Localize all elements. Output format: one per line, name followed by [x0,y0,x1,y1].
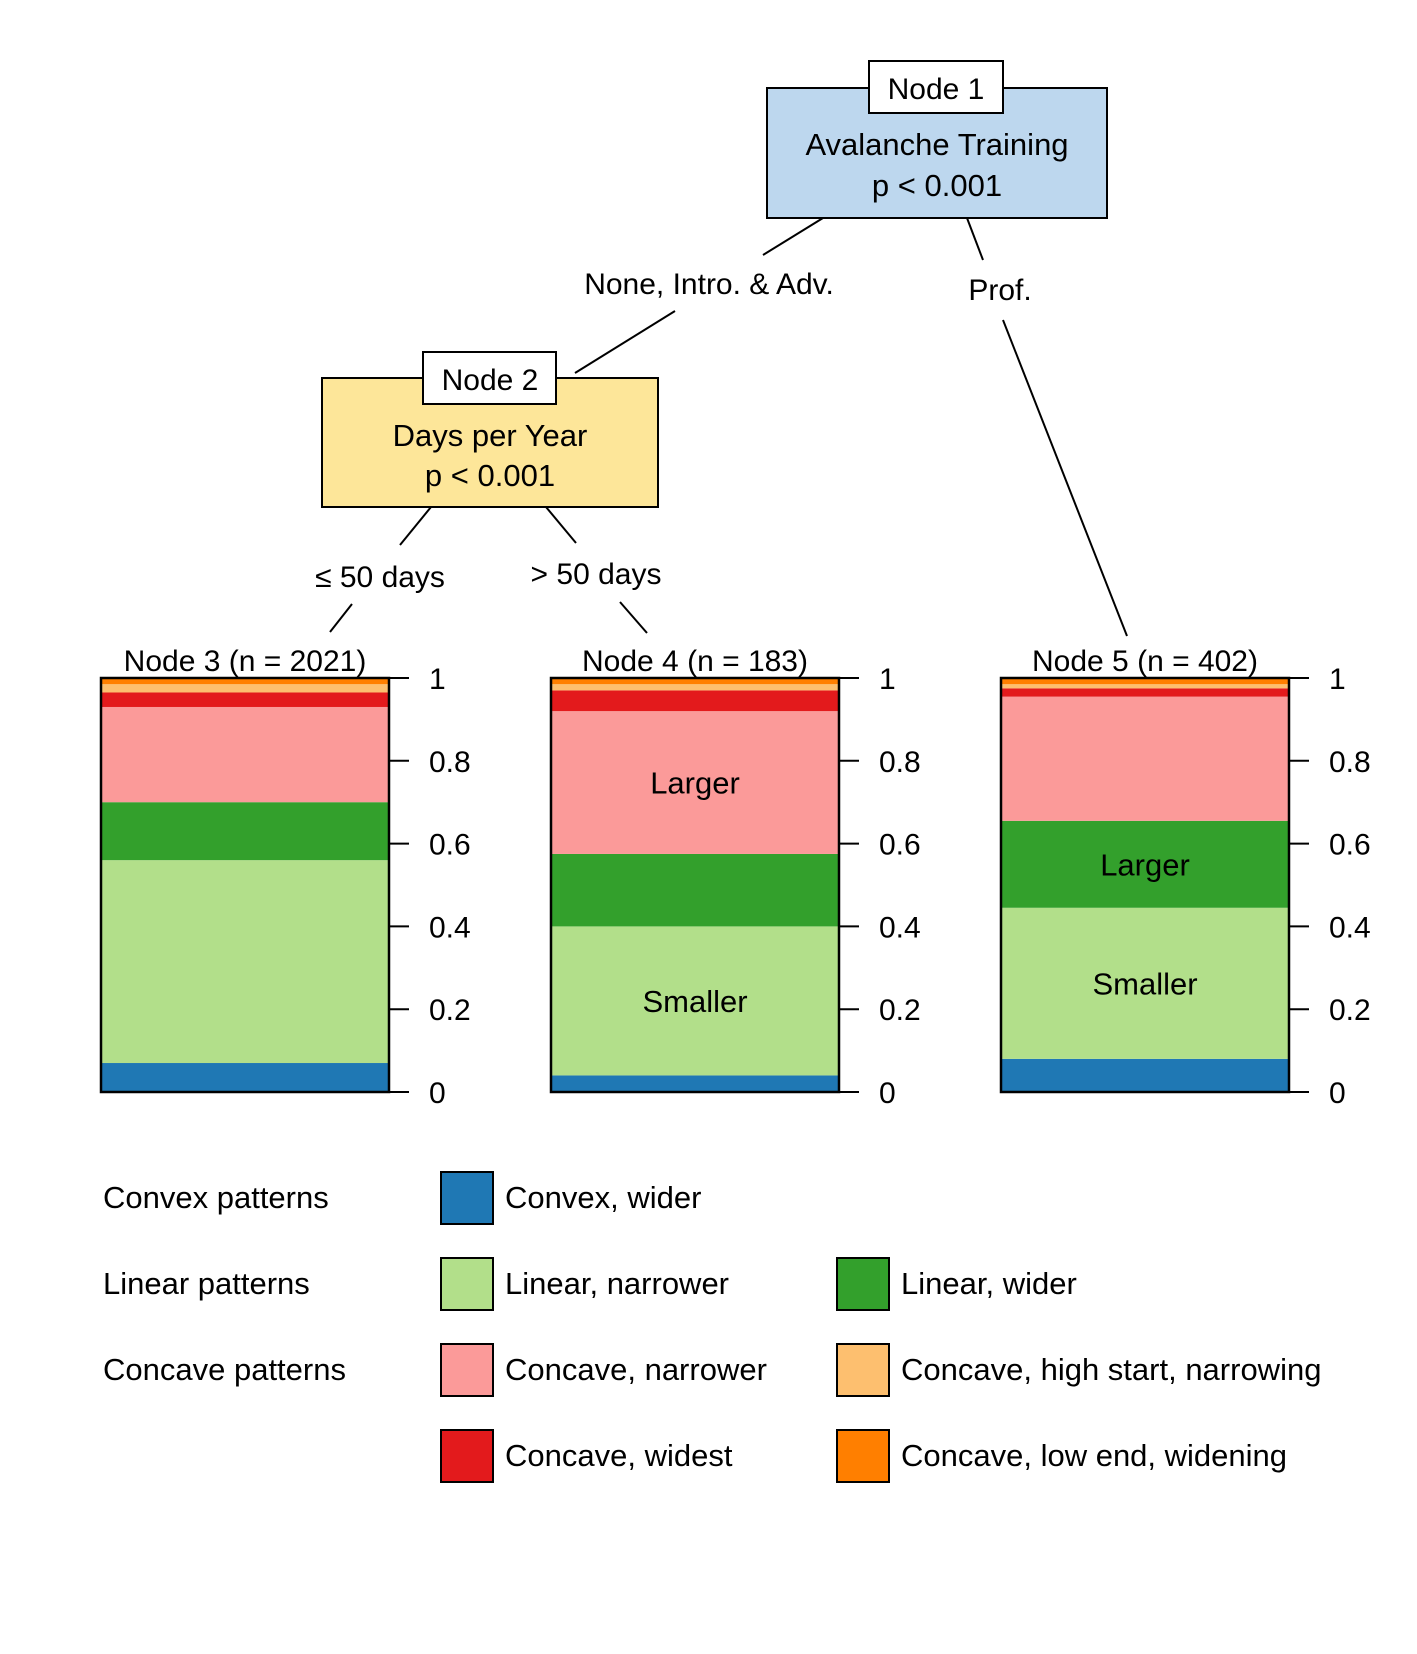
node3-leaf: Node 3 (n = 2021) 0 0.2 0.4 0.6 0.8 1 [99,645,471,1110]
node-1-label: Node 1 [888,73,985,106]
node4-axis-tick-label: 0.4 [879,911,921,944]
legend-swatch-concave-widest [440,1429,494,1483]
legend-label-concave-narrower: Concave, narrower [505,1352,767,1387]
node5-axis-tick-label: 1 [1329,663,1346,696]
node4-axis-tick-label: 0 [879,1077,896,1110]
legend-swatch-linear-wider [836,1257,890,1311]
node-2-pvalue: p < 0.001 [425,458,555,493]
node4-segment-convex-wider [551,1075,839,1092]
node5-axis-tick-label: 0.6 [1329,829,1371,862]
node5-segment-convex-wider [1001,1058,1289,1092]
node3-title: Node 3 (n = 2021) [124,645,367,678]
node5-segment-label: Larger [1100,847,1190,882]
node4-axis-tick-label: 0.8 [879,746,921,779]
node3-axis-tick-label: 0.2 [429,994,471,1027]
tree-edges [329,217,1128,637]
edge-2-4-lower [619,601,648,634]
node-1-pvalue: p < 0.001 [872,168,1002,203]
edge-label-le-50-days: ≤ 50 days [315,561,445,594]
node4-segment-concave-high [551,684,839,691]
node4-axis-tick-label: 0.2 [879,994,921,1027]
node5-axis-tick-label: 0.2 [1329,994,1371,1027]
legend-label-convex-wider: Convex, wider [505,1180,701,1215]
edge-2-4-upper [545,506,577,544]
node5-segment-concave-high [1001,684,1289,689]
node-2: Node 2 Days per Year p < 0.001 [321,351,659,508]
edge-1-5-lower [1002,319,1128,637]
node3-segment-linear-wider [101,802,389,861]
legend-swatch-convex-wider [440,1171,494,1225]
node4-segment-concave-widest [551,690,839,712]
legend-label-linear-narrower: Linear, narrower [505,1266,729,1301]
node3-segment-concave-high [101,684,389,693]
node5-segment-concave-narrower [1001,696,1289,821]
legend-group-concave: Concave patterns [103,1352,346,1387]
node3-axis-tick-label: 1 [429,663,446,696]
node-2-variable: Days per Year [393,418,588,453]
node3-axis-tick-label: 0 [429,1077,446,1110]
node4-axis-tick-label: 0.6 [879,829,921,862]
node4-segment-concave-narrower [551,711,839,854]
node5-segment-label: Smaller [1092,966,1197,1001]
legend-group-linear: Linear patterns [103,1266,310,1301]
node5-title: Node 5 (n = 402) [1032,645,1258,678]
node-1-variable: Avalanche Training [805,127,1068,162]
legend-label-concave-widest: Concave, widest [505,1438,733,1473]
node4-segment-label: Smaller [642,984,747,1019]
legend-swatch-concave-high [836,1343,890,1397]
node-2-label: Node 2 [442,364,539,397]
node3-segment-convex-wider [101,1063,389,1092]
node4-segment-concave-low [551,678,839,685]
node5-axis-tick-label: 0.8 [1329,746,1371,779]
node4-leaf: Node 4 (n = 183) Smaller Larger 0 0.2 0.4 0.6 0… [549,645,921,1110]
node5-segment-concave-widest [1001,688,1289,697]
node4-segment-label: Larger [650,766,740,801]
node5-segment-linear-wider [1001,820,1289,908]
legend-label-concave-low: Concave, low end, widening [901,1438,1287,1473]
legend-swatch-linear-narrower [440,1257,494,1311]
edge-label-gt-50-days: > 50 days [531,558,662,591]
edge-1-5-upper [966,217,984,261]
node3-segment-linear-narrower [101,860,389,1064]
edge-label-prof: Prof. [968,274,1031,307]
node3-segment-concave-widest [101,692,389,707]
legend-swatch-concave-narrower [440,1343,494,1397]
legend-label-concave-high: Concave, high start, narrowing [901,1352,1321,1387]
edge-label-none-intro-adv: None, Intro. & Adv. [584,268,834,301]
node-1: Node 1 Avalanche Training p < 0.001 [766,60,1108,219]
node4-title: Node 4 (n = 183) [582,645,808,678]
node4-segment-linear-wider [551,853,839,927]
node3-segment-concave-low [101,678,389,685]
legend-label-linear-wider: Linear, wider [901,1266,1077,1301]
edge-1-2-upper [762,217,824,256]
edge-2-3-upper [399,506,432,546]
edge-2-3-lower [329,603,353,633]
node-2-label-box [422,351,557,405]
node5-axis-tick-label: 0 [1329,1077,1346,1110]
node3-segment-concave-narrower [101,706,389,803]
node3-axis-tick-label: 0.6 [429,829,471,862]
legend-swatch-concave-low [836,1429,890,1483]
node5-axis-tick-label: 0.4 [1329,911,1371,944]
node3-axis-tick-label: 0.4 [429,911,471,944]
node4-segment-linear-narrower [551,926,839,1076]
node4-axis-tick-label: 1 [879,663,896,696]
edge-1-2-lower [574,310,676,374]
node-1-label-box [868,60,1004,114]
legend-group-convex: Convex patterns [103,1180,329,1215]
node5-segment-concave-low [1001,678,1289,685]
node5-segment-linear-narrower [1001,907,1289,1059]
node5-leaf: Node 5 (n = 402) Smaller Larger 0 0.2 0.4 0.6 0… [999,645,1371,1110]
node3-axis-tick-label: 0.8 [429,746,471,779]
